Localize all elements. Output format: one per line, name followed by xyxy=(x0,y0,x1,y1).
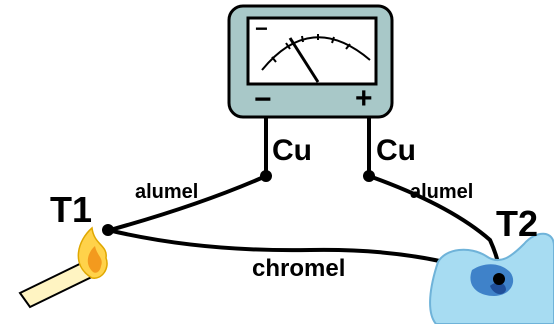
scale-tick xyxy=(331,36,335,44)
label-t1: T1 xyxy=(50,189,92,230)
positive-terminal-sign: + xyxy=(355,82,373,115)
scale-tick xyxy=(301,35,304,43)
label-t2: T2 xyxy=(496,203,538,244)
label-alumel-left: alumel xyxy=(135,181,198,203)
match-heat-source xyxy=(18,226,108,309)
label-chromel: chromel xyxy=(252,255,345,282)
face-minus-sign: − xyxy=(255,16,268,41)
scale-tick xyxy=(271,56,277,63)
junction-t2 xyxy=(493,273,505,285)
label-alumel-right: alumel xyxy=(410,181,473,203)
galvanometer: − − + xyxy=(227,4,394,119)
scale-tick xyxy=(285,42,291,50)
ice-bath xyxy=(429,232,554,324)
negative-terminal-sign: − xyxy=(254,83,272,116)
label-cu-right: Cu xyxy=(376,134,416,167)
junction-t1 xyxy=(102,224,114,236)
scale-tick xyxy=(345,43,351,50)
ice-bath-shadow xyxy=(490,282,506,295)
meter-needle xyxy=(288,37,320,83)
label-cu-left: Cu xyxy=(272,134,312,167)
flame-inner xyxy=(87,246,102,273)
alumel-wire-left xyxy=(109,174,267,232)
